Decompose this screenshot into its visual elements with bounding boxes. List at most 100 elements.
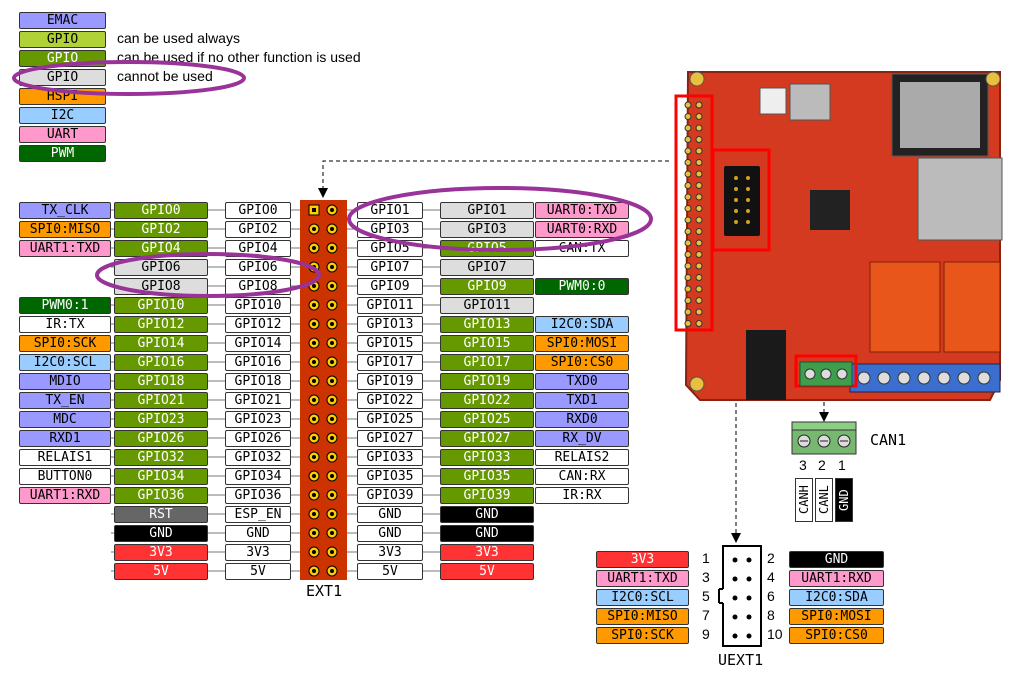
ext1-func-label: CAN:RX bbox=[535, 468, 629, 485]
ext1-pin-label: GPIO16 bbox=[225, 354, 291, 371]
legend-desc: can be used if no other function is used bbox=[117, 49, 361, 65]
socket-pin bbox=[746, 187, 750, 191]
board-pin bbox=[695, 147, 703, 155]
ext1-gpio-label: GND bbox=[440, 506, 534, 523]
ext1-gpio-label: 5V bbox=[114, 563, 208, 580]
ext1-gpio-label: GPIO25 bbox=[440, 411, 534, 428]
board-pin bbox=[684, 320, 692, 327]
ext1-pin-label: GPIO9 bbox=[357, 278, 423, 295]
ext1-pin-label: GPIO12 bbox=[225, 316, 291, 333]
ext1-pin-label: GPIO13 bbox=[357, 316, 423, 333]
legend-desc: can be used always bbox=[117, 30, 240, 46]
ext1-pin-label: GPIO27 bbox=[357, 430, 423, 447]
ext1-gpio-label: GPIO17 bbox=[440, 354, 534, 371]
ext1-gpio-label: 3V3 bbox=[440, 544, 534, 561]
ext1-func-label: MDC bbox=[19, 411, 111, 428]
ext1-gpio-label: GPIO2 bbox=[114, 221, 208, 238]
ext1-func-label: BUTTON0 bbox=[19, 468, 111, 485]
ext1-pin-hole bbox=[330, 208, 334, 212]
ext1-pin-hole bbox=[312, 379, 316, 383]
socket-pin bbox=[746, 220, 750, 224]
ext1-pin-hole bbox=[330, 246, 334, 250]
terminal-screw bbox=[977, 371, 991, 385]
board-pin bbox=[695, 320, 703, 327]
uext1-pin-num: 4 bbox=[767, 569, 775, 585]
ext1-pin-label: GPIO21 bbox=[225, 392, 291, 409]
ext1-pin-hole bbox=[312, 569, 316, 573]
ext1-pin-label: GPIO19 bbox=[357, 373, 423, 390]
board-pin bbox=[695, 274, 703, 281]
board-pin bbox=[684, 159, 692, 166]
board-pin bbox=[684, 228, 692, 235]
can1-terminal-top bbox=[791, 421, 857, 431]
socket-pin bbox=[734, 220, 738, 224]
board-pin bbox=[695, 136, 703, 143]
legend-swatch-gpio_no: GPIO bbox=[19, 69, 106, 86]
board-pin bbox=[695, 113, 703, 120]
ext1-gpio-label: GPIO35 bbox=[440, 468, 534, 485]
ext1-pin-hole bbox=[312, 246, 316, 250]
ext1-func-label: SPI0:MISO bbox=[19, 221, 111, 238]
ext1-pin-hole bbox=[330, 493, 334, 497]
ext1-func-label: RXD0 bbox=[535, 411, 629, 428]
legend-swatch-emac: EMAC bbox=[19, 12, 106, 29]
ext1-pin-label: GND bbox=[357, 525, 423, 542]
ext1-pin-hole bbox=[330, 531, 334, 535]
relay-1 bbox=[869, 261, 941, 353]
ext1-pin-label: GND bbox=[225, 525, 291, 542]
uext1-right-label: I2C0:SDA bbox=[789, 589, 884, 606]
uext1-pin-num: 5 bbox=[702, 588, 710, 604]
ext1-gpio-label: GPIO13 bbox=[440, 316, 534, 333]
pointer-line-ext1 bbox=[322, 160, 670, 197]
ext1-pin-label: GPIO0 bbox=[225, 202, 291, 219]
board-pin bbox=[695, 205, 703, 212]
ext1-pin-label: GPIO34 bbox=[225, 468, 291, 485]
terminal-screw bbox=[937, 371, 951, 385]
uext1-key bbox=[719, 589, 725, 603]
ext1-pin-label: 5V bbox=[357, 563, 423, 580]
uext1-left-label: SPI0:SCK bbox=[596, 627, 689, 644]
ext1-pin-hole bbox=[312, 360, 316, 364]
terminal-screw bbox=[957, 371, 971, 385]
can1-screw bbox=[804, 368, 816, 380]
ext1-pin-hole bbox=[312, 303, 316, 307]
socket-pin bbox=[734, 176, 738, 180]
board-pin bbox=[684, 274, 692, 281]
ext1-gpio-label: GPIO7 bbox=[440, 259, 534, 276]
ext1-header-body bbox=[300, 200, 347, 580]
ext1-func-label: SPI0:MOSI bbox=[535, 335, 629, 352]
ext1-pin-hole bbox=[312, 550, 316, 554]
can1-signal-gnd: GND bbox=[835, 478, 853, 522]
ext1-gpio-label: GPIO26 bbox=[114, 430, 208, 447]
board-pin bbox=[684, 193, 692, 201]
uext1-left-label: 3V3 bbox=[596, 551, 689, 568]
uext1-pin-dot bbox=[746, 595, 752, 601]
board-pin bbox=[684, 136, 692, 143]
ext1-pin-label: GPIO17 bbox=[357, 354, 423, 371]
ext1-pin-hole bbox=[330, 455, 334, 459]
ext1-func-label: RXD1 bbox=[19, 430, 111, 447]
ext1-pin-label: GPIO23 bbox=[225, 411, 291, 428]
legend-swatch-pwm: PWM bbox=[19, 145, 106, 162]
ext1-gpio-label: GPIO10 bbox=[114, 297, 208, 314]
ext1-gpio-label: GND bbox=[440, 525, 534, 542]
board-pin bbox=[684, 170, 692, 178]
ext1-gpio-label: GND bbox=[114, 525, 208, 542]
ext1-pin-label: GPIO26 bbox=[225, 430, 291, 447]
ext1-func-label: UART0:TXD bbox=[535, 202, 629, 219]
ext1-func-label: RX_DV bbox=[535, 430, 629, 447]
highlight-uext1 bbox=[711, 148, 771, 252]
ext1-pin-hole bbox=[330, 512, 334, 516]
power-jack bbox=[746, 330, 786, 400]
ethernet-jack bbox=[917, 157, 1003, 241]
can1-screw bbox=[836, 368, 848, 380]
uext1-pin-num: 10 bbox=[767, 626, 783, 642]
ext1-gpio-label: GPIO15 bbox=[440, 335, 534, 352]
ext1-func-label: SPI0:SCK bbox=[19, 335, 111, 352]
ext1-pin-hole bbox=[312, 417, 316, 421]
socket-pin bbox=[734, 209, 738, 213]
ext1-pin1-hole bbox=[312, 208, 316, 212]
ext1-func-label: IR:TX bbox=[19, 316, 111, 333]
ext1-gpio-label: GPIO34 bbox=[114, 468, 208, 485]
ext1-gpio-label: GPIO23 bbox=[114, 411, 208, 428]
